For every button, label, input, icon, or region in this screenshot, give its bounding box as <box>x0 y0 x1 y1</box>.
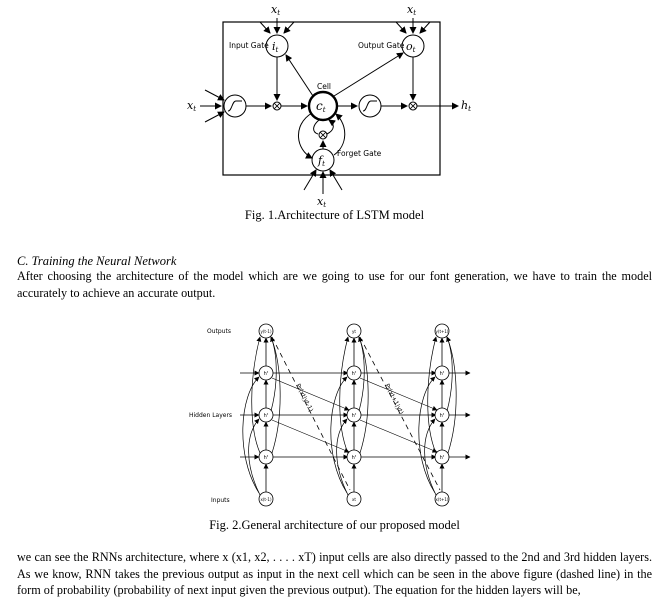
output-gate-label: Output Gate <box>358 41 405 50</box>
hidden-node-label: hᵗ <box>440 455 445 461</box>
input-node-label: x(t+1) <box>436 497 449 502</box>
dashed-prob-right <box>359 336 441 491</box>
forget-gate-symbol: ft <box>317 154 325 168</box>
closing-paragraph: we can see the RNNs architecture, where … <box>17 550 652 597</box>
input-node <box>434 491 450 507</box>
hidden-node <box>434 365 450 381</box>
hidden-layers-label: Hidden Layers <box>189 412 232 419</box>
rnn-diagram: Outputs Hidden Layers Inputs Pr(xt|yt-1)… <box>189 323 471 507</box>
section-heading: C. Training the Neural Network <box>17 254 177 268</box>
hidden-node-label: hᵗ <box>440 371 445 377</box>
output-node-label: y(t+1) <box>436 329 449 334</box>
hidden-node <box>346 449 362 465</box>
hidden-node-label: hᵗ <box>264 371 269 377</box>
prob-right-label: Pr(xt+1|yt) <box>383 383 404 416</box>
hidden-node-label: hᵗ <box>352 455 357 461</box>
x-top-left: xt <box>271 3 280 17</box>
x-left: xt <box>187 99 196 113</box>
cell-label: Cell <box>317 82 331 91</box>
hidden-node-label: hᵗ <box>352 413 357 419</box>
input-squash-node <box>223 94 247 118</box>
sigmoid-icon <box>362 100 377 112</box>
input-gate-symbol: it <box>272 40 279 54</box>
hidden-node <box>434 407 450 423</box>
hidden-node <box>434 449 450 465</box>
dashed-prob-left <box>271 336 351 491</box>
output-gate-symbol: ot <box>406 40 416 54</box>
rnn-column-1: y(t-1) hᵗ hᵗ hᵗ x(t-1) <box>242 323 281 507</box>
output-node-label: y(t-1) <box>260 329 271 334</box>
input-node <box>346 491 362 507</box>
hidden-node-label: hᵗ <box>264 455 269 461</box>
hidden-node-label: hᵗ <box>264 413 269 419</box>
output-node <box>258 323 274 339</box>
rnn-column-3: y(t+1) hᵗ hᵗ hᵗ x(t+1) <box>418 323 457 507</box>
hidden-node-label: hᵗ <box>440 413 445 419</box>
x-bottom: xt <box>317 195 326 209</box>
output-node <box>434 323 450 339</box>
x-top-right: xt <box>407 3 416 17</box>
lstm-diagram: Input Gate Output Gate Forget Gate Cell … <box>187 3 471 209</box>
fig2-caption: Fig. 2.General architecture of our propo… <box>209 518 460 532</box>
hidden-node <box>258 449 274 465</box>
input-node-label: x(t-1) <box>260 497 271 502</box>
hidden-node-label: hᵗ <box>352 371 357 377</box>
h-output: ht <box>461 99 471 113</box>
outputs-label: Outputs <box>207 328 231 335</box>
input-node-label: xt <box>352 497 356 502</box>
input-node <box>258 491 274 507</box>
hidden-node <box>258 407 274 423</box>
hidden-node <box>258 365 274 381</box>
hidden-node <box>346 365 362 381</box>
hidden-node <box>346 407 362 423</box>
inputs-label: Inputs <box>211 497 230 504</box>
prob-left-label: Pr(xt|yt-1) <box>294 383 314 413</box>
output-squash-node <box>358 94 382 118</box>
output-node-label: yt <box>352 329 356 334</box>
rnn-column-2: yt hᵗ hᵗ hᵗ xt <box>330 323 369 507</box>
cell-symbol: ct <box>316 99 326 114</box>
forget-gate-label: Forget Gate <box>337 149 382 158</box>
section-paragraph: After choosing the architecture of the m… <box>17 269 652 300</box>
output-node <box>346 323 362 339</box>
fig1-caption: Fig. 1.Architecture of LSTM model <box>244 208 425 222</box>
sigmoid-icon <box>227 100 242 112</box>
input-gate-label: Input Gate <box>229 41 269 50</box>
